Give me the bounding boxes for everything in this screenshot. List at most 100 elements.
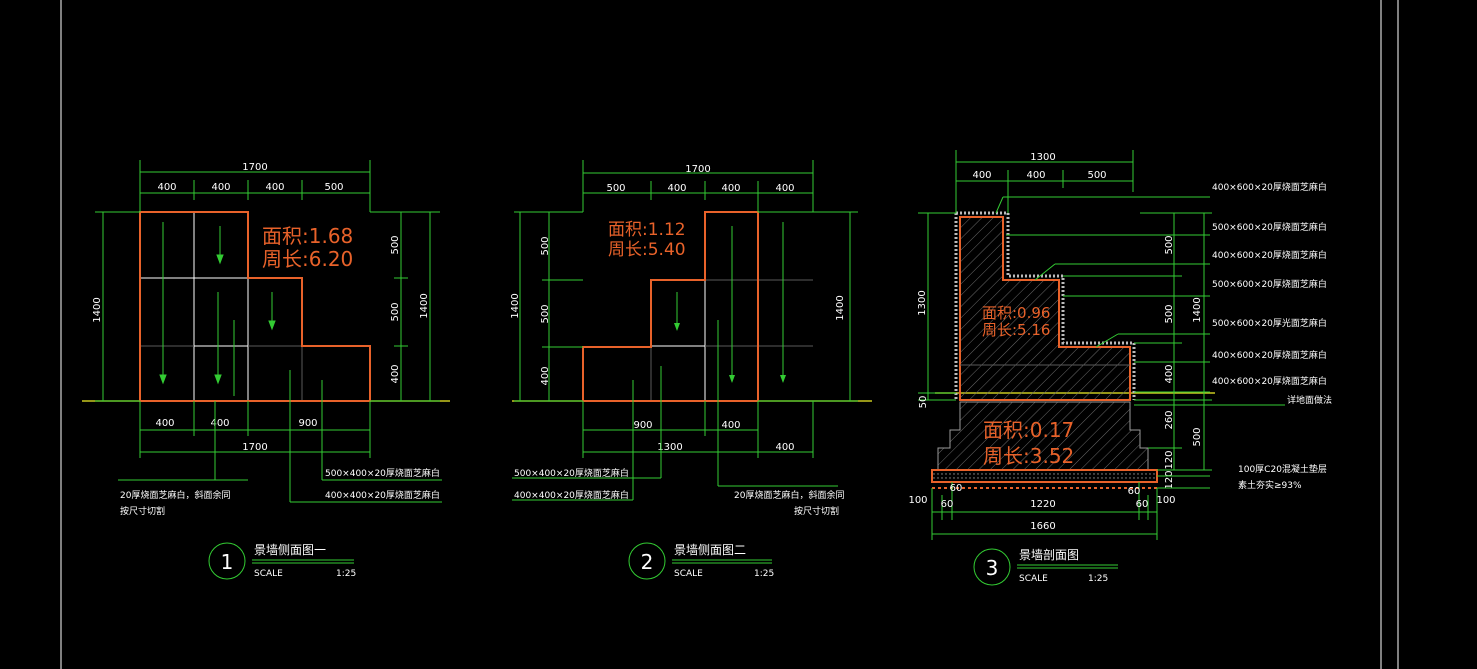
dim-bottom-seg-2: 400 xyxy=(210,418,229,429)
dim-left-overall-3: 1300 xyxy=(917,290,928,315)
section-drawing-3: 1300 400 400 500 1300 50 500 500 400 140… xyxy=(908,150,1332,586)
dim-right-overall-3: 1400 xyxy=(1192,297,1203,322)
area-label-3b: 面积:0.17 xyxy=(983,418,1074,442)
dim-bottom-seg-1: 400 xyxy=(155,418,174,429)
layer-label-8: 详地面做法 xyxy=(1287,394,1332,406)
scale-value-2: 1:25 xyxy=(754,569,774,579)
concrete-base xyxy=(931,469,1158,483)
layer-label-10: 素土夯实≥93% xyxy=(1238,479,1302,491)
dim-left-seg-2-1: 500 xyxy=(540,236,551,255)
area-label-2: 面积:1.12 xyxy=(608,220,686,240)
dim-bottom-3-5: 100 xyxy=(1156,495,1175,506)
dim-bottom-seg-2-1: 900 xyxy=(633,420,652,431)
slope-arrows-1 xyxy=(159,222,276,396)
dim-right-seg-3-7: 120 xyxy=(1164,470,1175,489)
dim-bottom-overall-1: 1700 xyxy=(242,442,267,453)
drawing-number-circle-3 xyxy=(973,548,1011,586)
dim-top-seg-2-3: 400 xyxy=(721,183,740,194)
dim-top-seg-3-1: 400 xyxy=(972,170,991,181)
layer-label-5: 500×600×20厚光面芝麻白 xyxy=(1212,317,1327,329)
dim-bottom-3-2: 60 xyxy=(941,499,954,510)
dim-left-seg-3-2: 50 xyxy=(918,396,929,409)
dim-top-seg-3: 400 xyxy=(265,182,284,193)
dim-right-seg-3: 400 xyxy=(390,364,401,383)
layer-label-1: 400×600×20厚烧面芝麻白 xyxy=(1212,181,1327,193)
drawing-title-2: 景墙侧面图二 xyxy=(674,543,746,557)
scale-value-1: 1:25 xyxy=(336,569,356,579)
side-elevation-1: 1700 400 400 400 500 1400 500 500 400 14… xyxy=(82,160,450,580)
dim-bottom-3-3: 1220 xyxy=(1030,499,1055,510)
dim-top-seg-2: 400 xyxy=(211,182,230,193)
dim-top-overall-2: 1700 xyxy=(685,164,710,175)
dim-left-1: 1400 xyxy=(92,297,103,322)
perimeter-label-1: 周长:6.20 xyxy=(262,247,353,271)
dim-right-seg-3-3: 400 xyxy=(1164,364,1175,383)
dim-bottom-3-4: 60 xyxy=(1136,499,1149,510)
area-label-3a: 面积:0.96 xyxy=(982,304,1050,322)
dim-left-overall-2: 1400 xyxy=(510,293,521,318)
material-note-2c: 20厚烧面芝麻白，斜面余同 xyxy=(734,489,844,501)
layer-label-9: 100厚C20混凝土垫层 xyxy=(1238,463,1327,475)
dim-right-seg-3-1: 500 xyxy=(1164,235,1175,254)
side-elevation-2: 1700 500 400 400 400 500 500 400 1400 14… xyxy=(510,160,872,580)
dimensions-top-1 xyxy=(139,160,440,213)
drawing-title-1: 景墙侧面图一 xyxy=(254,543,326,557)
scale-label-2: SCALE xyxy=(674,569,703,579)
dim-top-seg-3-3: 500 xyxy=(1087,170,1106,181)
layer-label-3: 400×600×20厚烧面芝麻白 xyxy=(1212,249,1327,261)
dim-top-seg-3-2: 400 xyxy=(1026,170,1045,181)
layer-label-2: 500×600×20厚烧面芝麻白 xyxy=(1212,221,1327,233)
drawing-title-3: 景墙剖面图 xyxy=(1019,548,1079,562)
dim-top-seg-2-4: 400 xyxy=(775,183,794,194)
dim-left-seg-2-2: 500 xyxy=(540,304,551,323)
dim-top-seg-4: 500 xyxy=(324,182,343,193)
wall-outline-2 xyxy=(582,211,759,402)
dim-inner-3-1: 60 xyxy=(950,483,963,494)
drawing-number-2: 2 xyxy=(641,550,654,574)
perimeter-label-3a: 周长:5.16 xyxy=(982,321,1050,339)
material-note-2d: 按尺寸切割 xyxy=(794,505,839,517)
drawing-number-circle-1 xyxy=(208,542,246,580)
layer-label-4: 500×600×20厚烧面芝麻白 xyxy=(1212,278,1327,290)
dim-right-seg-3-2: 500 xyxy=(1164,304,1175,323)
dim-right-seg-1: 500 xyxy=(390,235,401,254)
drawing-number-circle-2 xyxy=(628,542,666,580)
dim-top-seg-2-1: 500 xyxy=(606,183,625,194)
area-label-1: 面积:1.68 xyxy=(262,224,353,248)
wall-outline-1 xyxy=(139,211,371,402)
dim-bottom-3-1: 100 xyxy=(908,495,927,506)
material-note-1b: 400×400×20厚烧面芝麻白 xyxy=(325,489,440,501)
dim-bottom-seg-3: 900 xyxy=(298,418,317,429)
dim-top-overall-1: 1700 xyxy=(242,162,267,173)
material-note-1d: 按尺寸切割 xyxy=(120,505,165,517)
dim-top-overall-3: 1300 xyxy=(1030,152,1055,163)
dim-right-seg-2: 500 xyxy=(390,302,401,321)
dim-right-overall-1: 1400 xyxy=(419,293,430,318)
material-note-2b: 400×400×20厚烧面芝麻白 xyxy=(514,489,629,501)
dim-top-seg-2-2: 400 xyxy=(667,183,686,194)
dim-bottom-seg-2-2: 400 xyxy=(721,420,740,431)
dim-bottom-overall-2: 1300 xyxy=(657,442,682,453)
drawing-number-3: 3 xyxy=(986,556,999,580)
dim-inner-3-2: 60 xyxy=(1128,486,1141,497)
perimeter-label-2: 周长:5.40 xyxy=(608,240,686,260)
drawing-number-1: 1 xyxy=(221,550,234,574)
layer-label-6: 400×600×20厚烧面芝麻白 xyxy=(1212,349,1327,361)
dim-right-seg-3-4: 260 xyxy=(1164,410,1175,429)
layer-label-7: 400×600×20厚烧面芝麻白 xyxy=(1212,375,1327,387)
material-note-1c: 20厚烧面芝麻白，斜面余同 xyxy=(120,489,230,501)
scale-label-3: SCALE xyxy=(1019,574,1048,584)
dim-right-seg-3-5: 120 xyxy=(1164,450,1175,469)
dim-left-seg-2-3: 400 xyxy=(540,366,551,385)
perimeter-label-3b: 周长:3.52 xyxy=(983,444,1074,468)
dim-right-seg-3-6: 500 xyxy=(1192,427,1203,446)
dim-bottom-overall-3: 1660 xyxy=(1030,521,1055,532)
dim-right-overall-2: 1400 xyxy=(835,295,846,320)
material-note-2a: 500×400×20厚烧面芝麻白 xyxy=(514,467,629,479)
material-note-1a: 500×400×20厚烧面芝麻白 xyxy=(325,467,440,479)
drawing-frame xyxy=(60,0,1399,669)
dim-top-seg-1: 400 xyxy=(157,182,176,193)
scale-label-1: SCALE xyxy=(254,569,283,579)
scale-value-3: 1:25 xyxy=(1088,574,1108,584)
